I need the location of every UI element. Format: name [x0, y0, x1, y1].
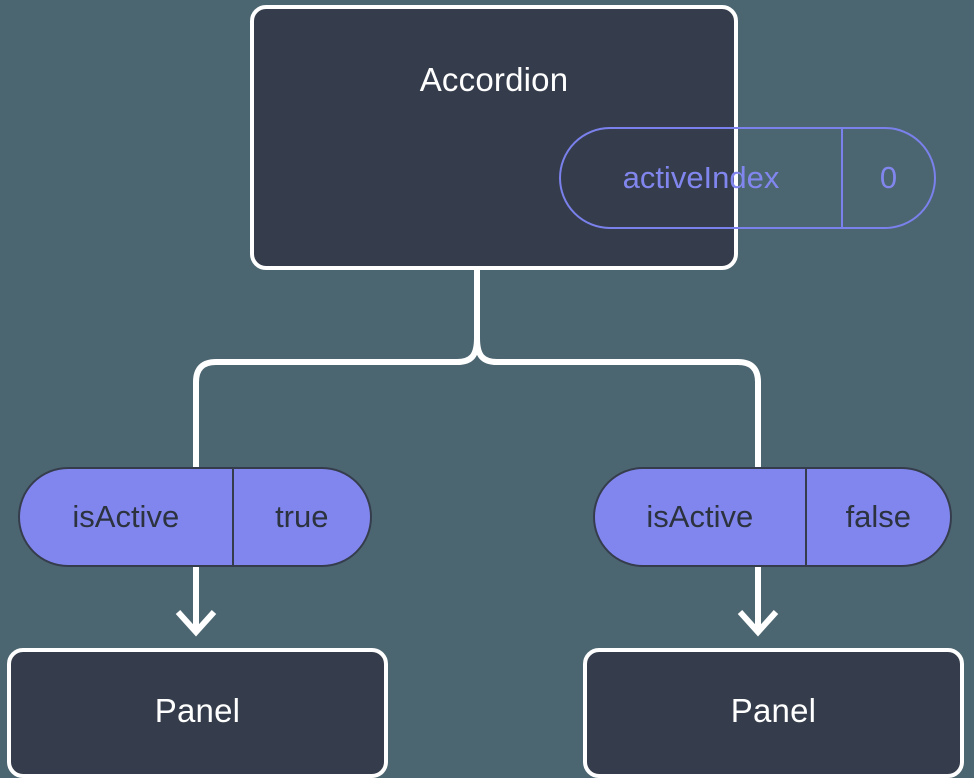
- prop-pill-right-value: false: [804, 469, 950, 565]
- connector-right-arrow-head: [737, 609, 779, 637]
- panel-node-right[interactable]: Panel: [583, 648, 964, 778]
- prop-pill-is-active-false[interactable]: isActive false: [593, 467, 952, 567]
- connector-left-arrow-head: [175, 609, 217, 637]
- state-pill-value: 0: [840, 129, 934, 227]
- panel-node-right-title: Panel: [730, 692, 817, 729]
- connector-left-branch: [193, 337, 480, 467]
- panel-node-left-title: Panel: [154, 692, 241, 729]
- accordion-node-title: Accordion: [419, 61, 569, 98]
- panel-node-left[interactable]: Panel: [7, 648, 388, 778]
- prop-pill-is-active-true[interactable]: isActive true: [18, 467, 372, 567]
- connector-right-branch: [474, 337, 761, 467]
- state-pill-active-index[interactable]: activeIndex 0: [559, 127, 936, 229]
- prop-pill-right-key: isActive: [646, 499, 754, 534]
- state-pill-key: activeIndex: [622, 160, 780, 195]
- prop-pill-left-key: isActive: [72, 499, 180, 534]
- prop-pill-left-value: true: [231, 469, 370, 565]
- accordion-node[interactable]: Accordion activeIndex 0: [250, 5, 936, 270]
